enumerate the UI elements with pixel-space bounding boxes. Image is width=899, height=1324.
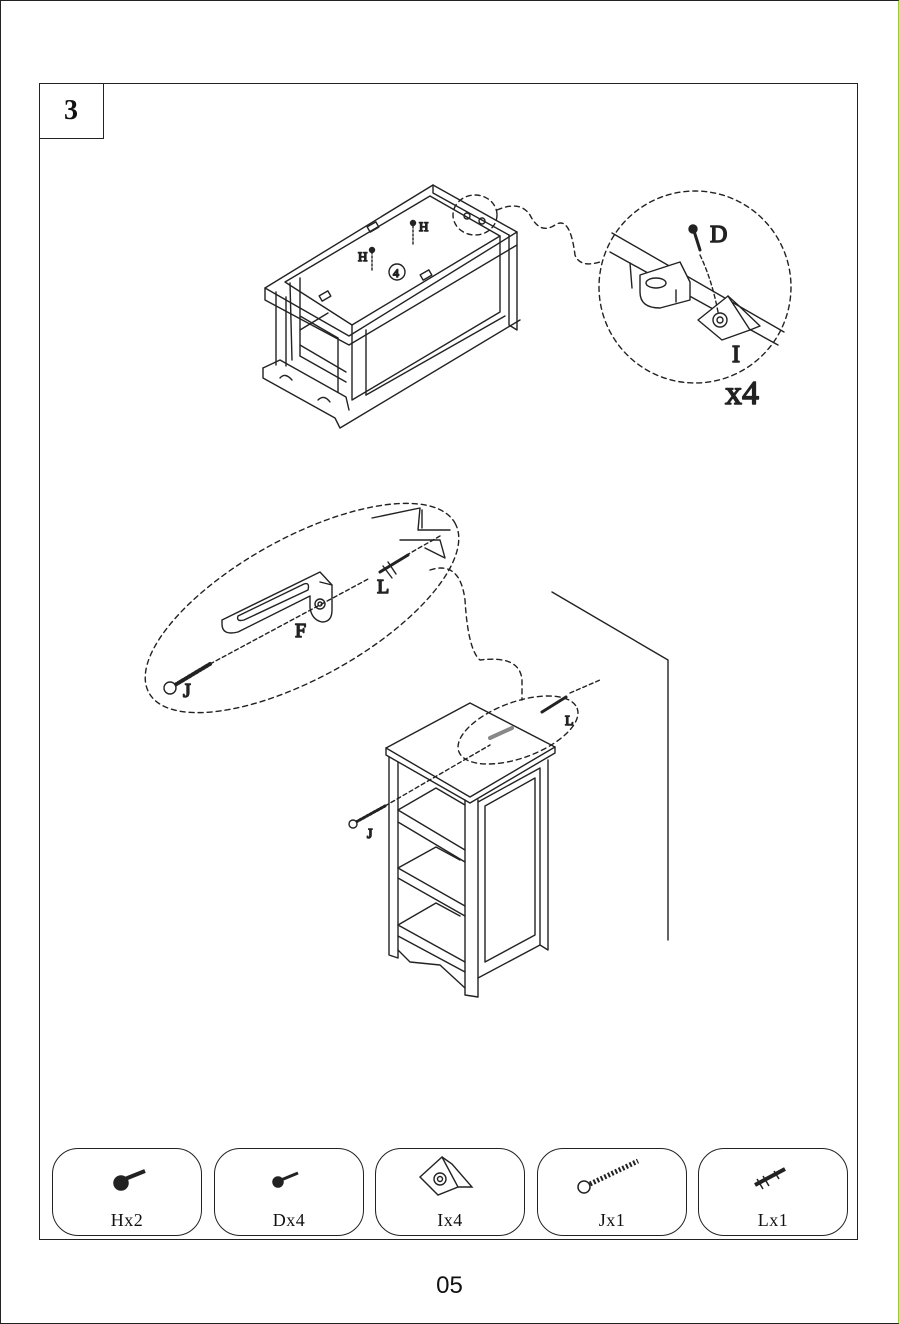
corner-block-i-icon bbox=[376, 1149, 526, 1209]
callout-h-2: H bbox=[419, 219, 428, 234]
callout-bracket-j: J bbox=[183, 680, 191, 702]
callout-bracket-f: F bbox=[295, 620, 306, 642]
callout-x4: x4 bbox=[725, 375, 759, 412]
callout-h-1: H bbox=[358, 249, 367, 264]
part-j-label: Jx1 bbox=[538, 1210, 686, 1231]
wood-screw-j-icon bbox=[538, 1149, 688, 1209]
callout-circle-4: 4 bbox=[393, 266, 399, 280]
part-d: Dx4 bbox=[214, 1148, 364, 1236]
part-h-label: Hx2 bbox=[53, 1210, 201, 1231]
part-j: Jx1 bbox=[537, 1148, 687, 1236]
callout-cabinet-j: J bbox=[367, 827, 373, 842]
cabinet-upside-down-drawing bbox=[263, 185, 600, 428]
callout-i: I bbox=[732, 342, 740, 368]
parts-list: Hx2 Dx4 Ix4 Jx1 Lx1 bbox=[52, 1148, 850, 1238]
part-h: Hx2 bbox=[52, 1148, 202, 1236]
screw-h-icon bbox=[53, 1149, 203, 1209]
screw-d-icon bbox=[215, 1149, 365, 1209]
callout-bracket-l: L bbox=[377, 576, 389, 598]
cabinet-upright-drawing bbox=[349, 592, 668, 997]
part-i: Ix4 bbox=[375, 1148, 525, 1236]
callout-d: D bbox=[710, 222, 727, 248]
part-d-label: Dx4 bbox=[215, 1210, 363, 1231]
callout-cabinet-l: L bbox=[565, 714, 574, 729]
part-i-label: Ix4 bbox=[376, 1210, 524, 1231]
corner-detail-drawing bbox=[599, 191, 791, 383]
page-number: 05 bbox=[0, 1272, 899, 1300]
wall-anchor-l-icon bbox=[699, 1149, 849, 1209]
part-l: Lx1 bbox=[698, 1148, 848, 1236]
part-l-label: Lx1 bbox=[699, 1210, 847, 1231]
